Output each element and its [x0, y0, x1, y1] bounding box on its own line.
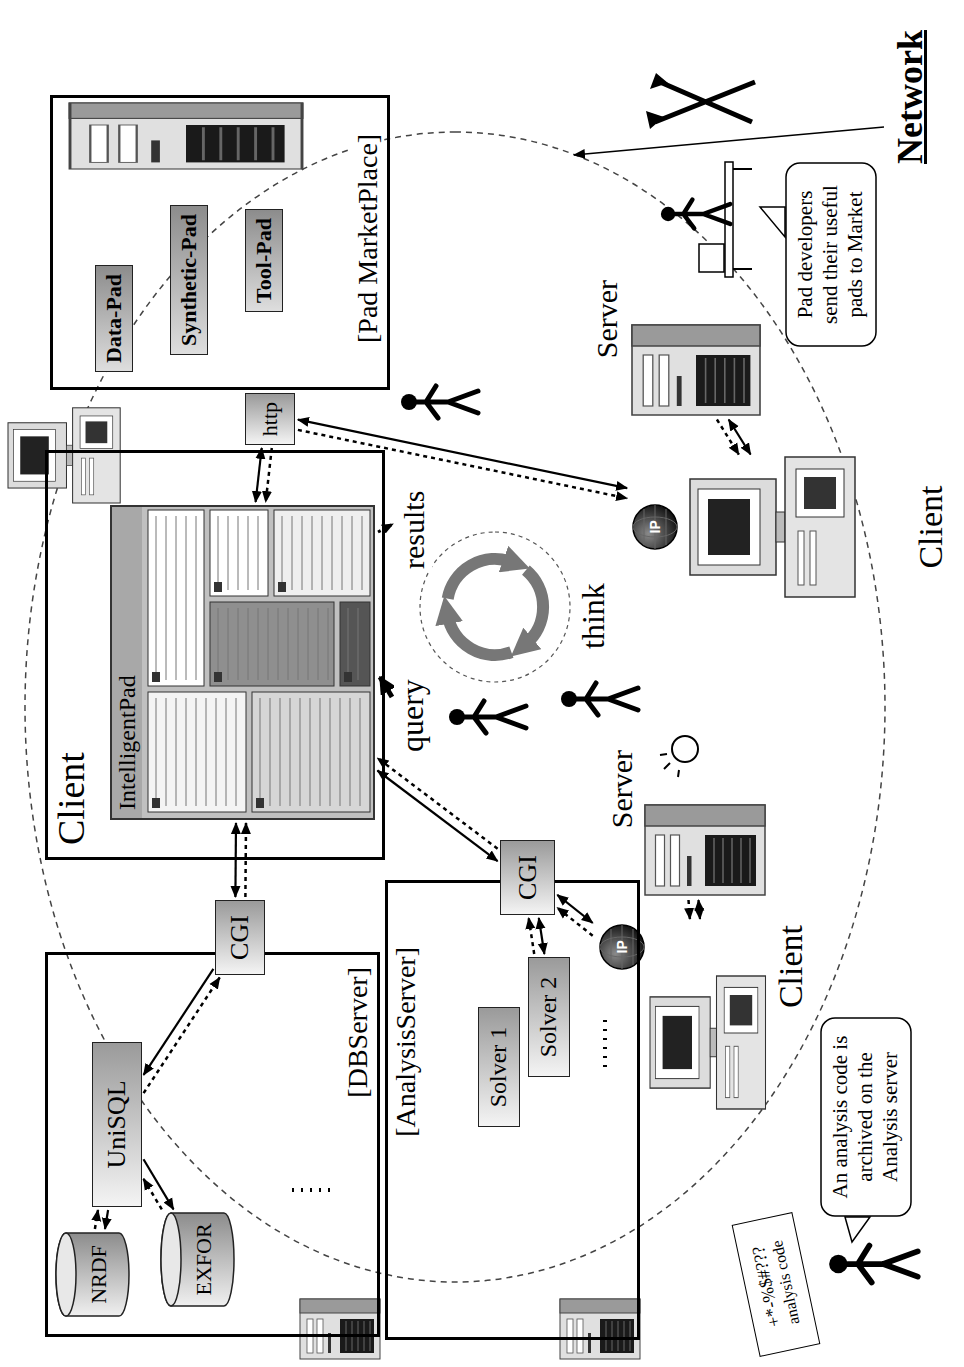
database-cylinder: NRDF	[55, 1232, 130, 1317]
server-node: Server	[605, 747, 770, 897]
network-boundary	[25, 132, 885, 1282]
pad-box: Synthetic-Pad	[170, 205, 208, 355]
request-arrow	[557, 895, 592, 923]
db-server-tower	[300, 1299, 380, 1359]
user-figure	[449, 701, 526, 733]
analysis-server-tower	[560, 1299, 640, 1359]
protocol-mark: IP	[614, 940, 630, 953]
idea-bulb	[660, 736, 698, 777]
tools	[646, 73, 755, 129]
box-label: UniSQL	[102, 1080, 132, 1168]
box-label: CGI	[225, 915, 255, 960]
panel-title: Client	[50, 748, 94, 849]
intelligentpad-window: IntelligentPad	[110, 505, 375, 820]
request-arrow	[699, 900, 701, 919]
request-arrow	[105, 1210, 108, 1229]
response-arrow	[95, 1210, 98, 1229]
response-arrow	[144, 1179, 162, 1210]
box-label: http	[257, 402, 282, 436]
pad-name: Data-Pad	[101, 274, 126, 363]
pad-name: Tool-Pad	[251, 218, 276, 303]
server-panel: [DBServer]UniSQLNRDFEXFORCGI	[45, 952, 380, 1337]
request-arrow	[144, 969, 214, 1075]
developer-figure	[661, 200, 730, 229]
speech-bubble: Pad developers send their useful pads to…	[785, 162, 877, 347]
device-name: Server	[590, 277, 625, 361]
response-arrow	[244, 823, 247, 897]
cycle-step: results	[397, 488, 432, 572]
bubble-text: An analysis code is archived on the Anal…	[828, 1027, 904, 1207]
pad-name: Synthetic-Pad	[176, 214, 201, 346]
response-arrow	[529, 918, 535, 954]
results-arrow	[378, 524, 393, 532]
network-pointer	[574, 127, 884, 155]
protocol-mark: IP	[647, 520, 663, 533]
device-name: Client	[911, 482, 950, 571]
solver-box: Solver 1	[478, 1007, 520, 1127]
response-arrow	[717, 420, 739, 455]
response-arrow	[689, 900, 690, 919]
cycle-ring	[420, 532, 570, 682]
panel-title: [DBServer]	[342, 963, 374, 1102]
bubble-text: Pad developers send their useful pads to…	[793, 172, 869, 337]
request-arrow	[729, 420, 751, 455]
database-cylinder: EXFOR	[160, 1212, 235, 1307]
response-arrow	[144, 978, 220, 1094]
marketplace-panel: [Pad MarketPlace] Data-Pad Synthetic-Pad To…	[50, 95, 390, 390]
desktop-monitor	[8, 408, 120, 503]
request-arrow	[377, 771, 497, 862]
developer-desk	[699, 162, 752, 277]
panel-title: [Pad MarketPlace]	[352, 130, 384, 347]
pad-box: Tool-Pad	[245, 209, 283, 312]
network-title: Network	[890, 27, 931, 167]
request-arrow	[144, 1159, 174, 1209]
client-panel: Client IntelligentPad	[45, 450, 385, 860]
response-arrow	[266, 448, 272, 502]
request-arrow	[298, 420, 627, 488]
more-databases-dots	[292, 1188, 332, 1192]
market-server-tower	[70, 103, 302, 169]
pad-workspace	[112, 507, 373, 818]
more-solvers-dots	[603, 1019, 607, 1067]
cycle-arrows	[448, 559, 543, 655]
solver-box: Solver 2	[528, 957, 570, 1077]
database-engine-box: UniSQL	[92, 1042, 142, 1207]
author-figure	[829, 1246, 918, 1283]
cycle-step: query	[394, 676, 431, 755]
database-name: NRDF	[86, 1245, 111, 1304]
speech-bubble: An analysis code is archived on the Anal…	[820, 1017, 912, 1217]
cgi-box: CGI	[500, 840, 555, 915]
box-label: Solver 2	[535, 977, 563, 1058]
response-arrow	[557, 908, 592, 936]
response-arrow	[377, 758, 497, 849]
database-name: EXFOR	[191, 1223, 216, 1295]
code-paper: +*-%$#???analysis code	[732, 1212, 821, 1357]
server-node: Server	[590, 277, 765, 417]
window-title: IntelligentPad	[114, 675, 142, 810]
user-figure	[401, 386, 478, 418]
server-tower	[645, 805, 765, 895]
box-label: Solver 1	[485, 1027, 513, 1108]
device-name: Server	[605, 747, 640, 831]
client-computer	[690, 457, 855, 597]
query-arrow	[380, 677, 392, 697]
client-node: Client	[630, 457, 950, 597]
device-name: Client	[771, 922, 810, 1011]
cycle-step: think	[575, 580, 612, 652]
pad-box: Data-Pad	[95, 265, 133, 372]
server-panel: [AnalysisServer]CGISolver 1Solver 2	[385, 880, 640, 1340]
request-arrow	[256, 448, 262, 502]
cgi-box: CGI	[215, 900, 265, 975]
box-label: CGI	[513, 855, 543, 900]
client-computer	[650, 976, 766, 1109]
response-arrow	[298, 430, 627, 498]
http-box: http	[245, 393, 295, 445]
server-tower	[632, 325, 760, 415]
ip-globe	[633, 505, 677, 549]
user-figure	[561, 683, 638, 715]
panel-title: [AnalysisServer]	[390, 943, 422, 1141]
request-arrow	[539, 918, 545, 954]
request-arrow	[234, 823, 237, 897]
